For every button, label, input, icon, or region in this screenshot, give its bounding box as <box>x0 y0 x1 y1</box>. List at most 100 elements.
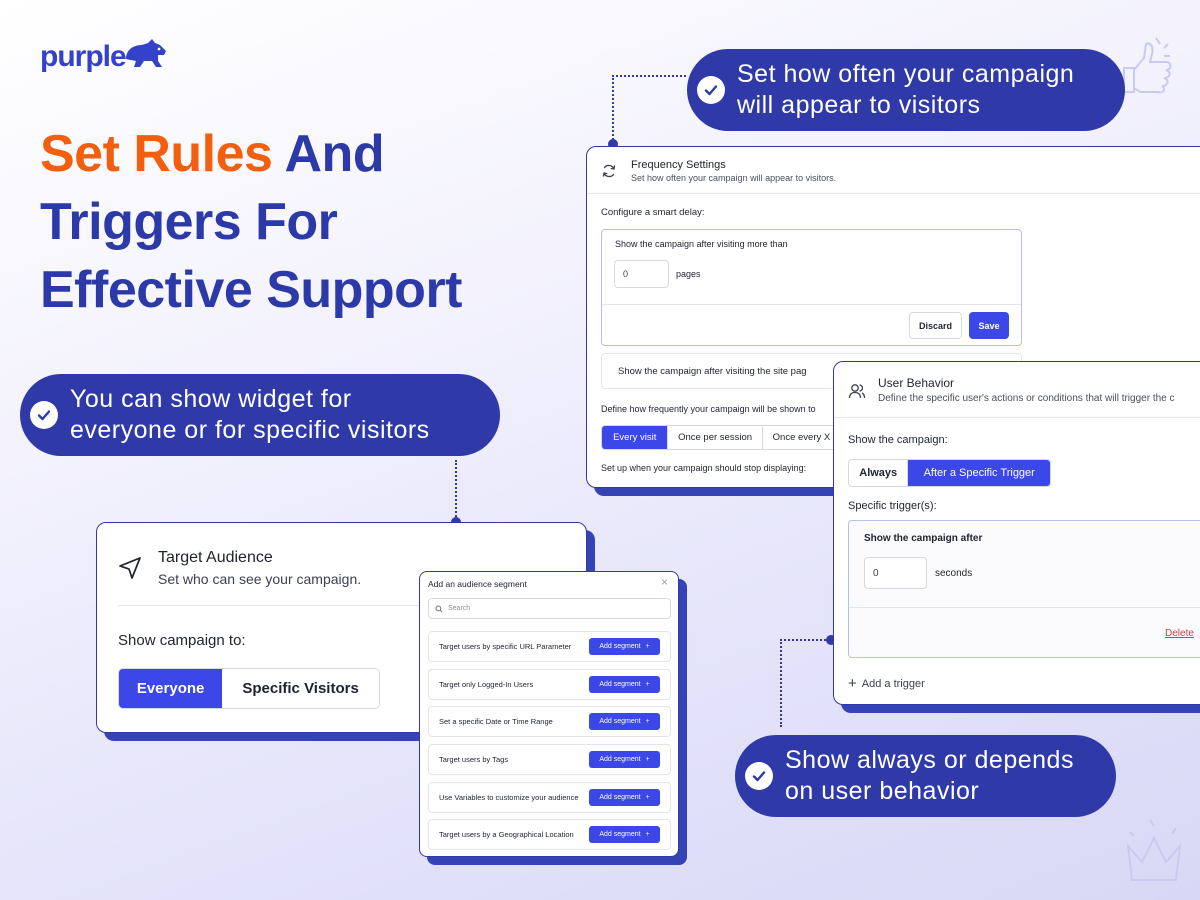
user-behavior-subtitle: Define the specific user's actions or co… <box>878 393 1175 404</box>
segment-search-placeholder: Search <box>448 605 471 612</box>
close-icon[interactable]: × <box>661 575 669 589</box>
plus-icon: + <box>645 643 650 650</box>
brand-logo: purple <box>40 39 168 74</box>
trigger-box: Show the campaign after 0 seconds Delete <box>848 520 1200 658</box>
segment-row: Use Variables to customize your audience… <box>428 782 671 813</box>
connector-behavior-dot <box>826 635 836 645</box>
segment-row: Target users by Tags Add segment+ <box>428 744 671 775</box>
segment-row-label: Target users by a Geographical Location <box>439 830 574 839</box>
add-segment-button[interactable]: Add segment + <box>589 713 660 730</box>
headline-line-1-rest: And <box>272 125 385 183</box>
headline-line-3: Effective Support <box>40 261 463 319</box>
pages-delay-box: Show the campaign after visiting more th… <box>601 229 1022 346</box>
page-headline: Set Rules And Triggers For Effective Sup… <box>40 120 560 324</box>
logo-text: purple <box>40 40 127 73</box>
callout-behavior: Show always or depends on user behavior <box>735 735 1116 817</box>
callout-audience-line-1: You can show widget for <box>70 385 352 413</box>
plus-icon: + <box>645 831 650 838</box>
trigger-box-divider <box>849 607 1200 608</box>
add-segment-label: Add segment <box>599 718 641 725</box>
search-icon <box>435 604 443 613</box>
frequency-card-title: Frequency Settings <box>631 159 726 171</box>
users-icon <box>848 384 866 399</box>
frequency-card-subtitle: Set how often your campaign will appear … <box>631 173 837 183</box>
discard-button[interactable]: Discard <box>909 312 962 339</box>
add-trigger-button[interactable]: + Add a trigger <box>848 675 925 692</box>
site-pages-label: Show the campaign after visiting the sit… <box>618 365 807 377</box>
trigger-option-specific[interactable]: After a Specific Trigger <box>908 460 1050 486</box>
segment-row-label: Use Variables to customize your audience <box>439 793 579 802</box>
navigation-arrow-icon <box>119 557 141 579</box>
user-behavior-header: User Behavior Define the specific user's… <box>834 362 1200 418</box>
audience-option-specific-visitors[interactable]: Specific Visitors <box>242 680 359 697</box>
user-behavior-card: User Behavior Define the specific user's… <box>833 361 1200 705</box>
pages-unit-label: pages <box>676 269 701 279</box>
segment-row: Target users by specific URL Parameter A… <box>428 631 671 662</box>
connector-audience-v <box>455 460 457 520</box>
segment-row-label: Target only Logged-In Users <box>439 680 534 689</box>
crown-doodle-icon <box>1126 819 1182 881</box>
add-segment-button[interactable]: Add segment + <box>589 826 660 843</box>
plus-icon: + <box>645 756 650 763</box>
headline-line-2: Triggers For <box>40 193 338 251</box>
segment-row: Target only Logged-In Users Add segment+ <box>428 669 671 700</box>
headline-accent: Set Rules <box>40 125 273 183</box>
connector-frequency-v <box>612 75 614 143</box>
segment-row-label: Set a specific Date or Time Range <box>439 717 553 726</box>
plus-icon: + <box>848 675 857 692</box>
trigger-option-always[interactable]: Always <box>849 460 909 486</box>
frequency-option-once-every-x[interactable]: Once every X <box>772 432 831 443</box>
frequency-option-once-per-session[interactable]: Once per session <box>668 426 763 449</box>
show-campaign-label: Show the campaign: <box>848 434 948 446</box>
connector-behavior-v <box>780 639 782 727</box>
callout-audience: You can show widget for everyone or for s… <box>20 374 500 456</box>
audience-option-everyone[interactable]: Everyone <box>119 669 223 708</box>
callout-behavior-line-1: Show always or depends <box>785 746 1074 774</box>
add-segment-button[interactable]: Add segment + <box>589 789 660 806</box>
smart-delay-label: Configure a smart delay: <box>601 207 705 218</box>
frequency-selector: Every visit Once per session Once every … <box>601 425 851 450</box>
add-segment-label: Add segment <box>599 831 641 838</box>
connector-behavior-h <box>780 639 830 641</box>
trigger-mode-selector: Always After a Specific Trigger <box>848 459 1051 487</box>
trigger-seconds-input[interactable]: 0 <box>864 557 927 589</box>
frequency-card-header: Frequency Settings Set how often your ca… <box>587 147 1200 194</box>
segment-search-input[interactable]: Search <box>428 598 671 619</box>
segment-row-label: Target users by specific URL Parameter <box>439 642 572 651</box>
connector-frequency-h <box>612 75 686 77</box>
frequency-option-every-visit[interactable]: Every visit <box>602 426 669 449</box>
target-audience-divider <box>118 605 567 606</box>
add-segment-button[interactable]: Add segment+ <box>589 676 660 693</box>
plus-icon: + <box>645 718 650 725</box>
specific-triggers-label: Specific trigger(s): <box>848 500 937 512</box>
refresh-icon <box>602 164 616 178</box>
connector-frequency-dot <box>608 139 618 149</box>
audience-selector: Everyone Specific Visitors <box>118 668 380 709</box>
save-button[interactable]: Save <box>969 312 1009 339</box>
target-audience-subtitle: Set who can see your campaign. <box>158 571 362 587</box>
segment-row: Set a specific Date or Time Range Add se… <box>428 706 671 737</box>
callout-audience-line-2: everyone or for specific visitors <box>70 416 430 444</box>
pages-count-input[interactable]: 0 <box>614 260 669 288</box>
callout-frequency-line-1: Set how often your campaign <box>737 60 1075 88</box>
callout-behavior-line-2: on user behavior <box>785 777 980 805</box>
audience-segment-modal: Add an audience segment × Search Target … <box>419 571 679 857</box>
headline-line-1: Set Rules And <box>40 120 560 188</box>
add-segment-button[interactable]: Add segment+ <box>589 751 660 768</box>
target-audience-title: Target Audience <box>158 549 273 566</box>
check-circle-icon <box>697 76 725 104</box>
user-behavior-title: User Behavior <box>878 376 955 390</box>
segment-row-label: Target users by Tags <box>439 755 509 764</box>
add-segment-label: Add segment <box>599 681 641 688</box>
plus-icon: + <box>645 794 650 801</box>
frequency-label: Define how frequently your campaign will… <box>601 404 816 414</box>
show-campaign-to-label: Show campaign to: <box>118 632 246 649</box>
delete-trigger-link[interactable]: Delete <box>1165 628 1194 639</box>
check-circle-icon <box>745 762 773 790</box>
add-segment-button[interactable]: Add segment+ <box>589 638 660 655</box>
pages-box-divider <box>602 304 1021 305</box>
add-segment-label: Add segment <box>599 794 641 801</box>
segment-modal-title: Add an audience segment <box>428 579 527 589</box>
trigger-seconds-unit: seconds <box>935 568 973 579</box>
